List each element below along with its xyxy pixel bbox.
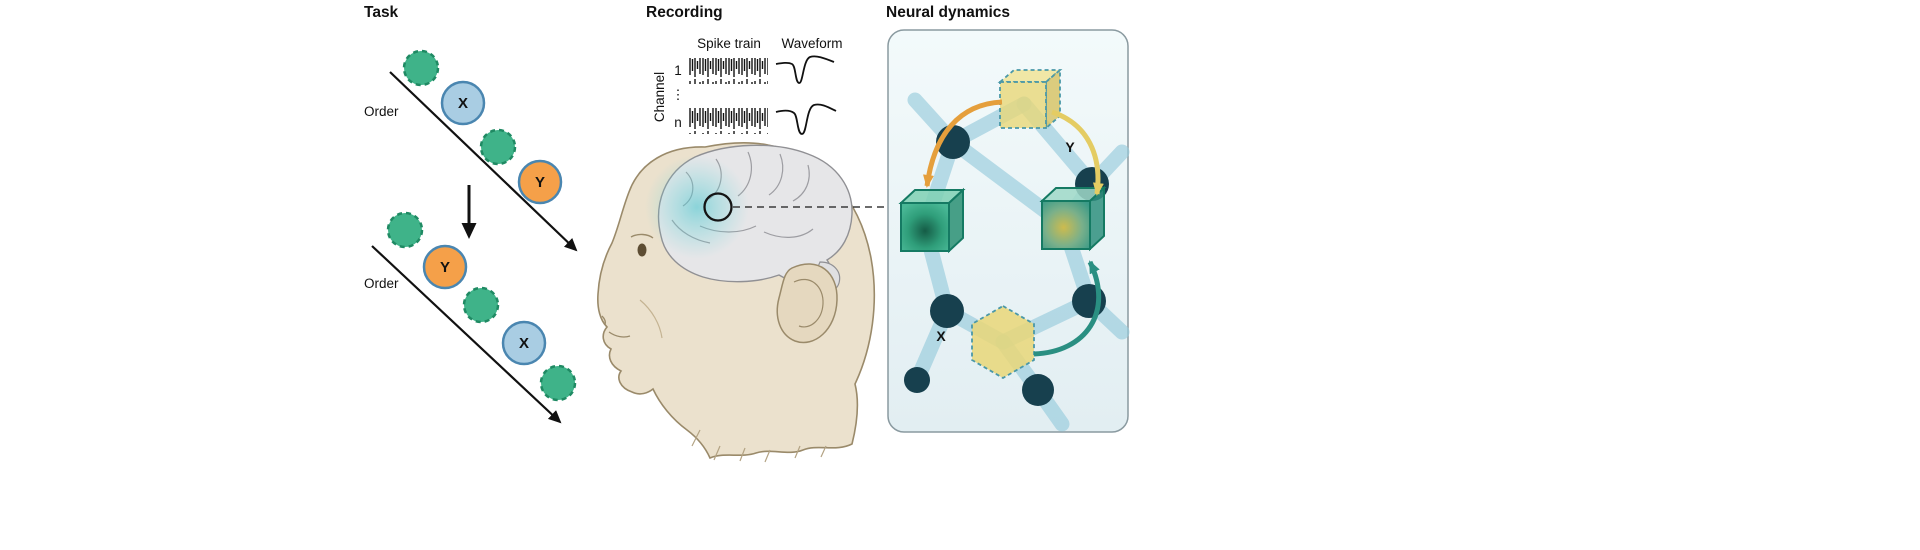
green-item-circle <box>479 128 517 166</box>
item-x-circle <box>501 320 547 366</box>
item-x-circle <box>440 80 486 126</box>
monkey-brow <box>630 233 654 239</box>
transition-arrow-yellow <box>1051 109 1104 196</box>
item-x-label: X <box>458 95 468 112</box>
cube-front-face <box>1041 200 1091 250</box>
task-sequence-1: X Y <box>402 49 563 205</box>
task-title: Task <box>364 4 399 21</box>
network-node <box>904 367 930 393</box>
monkey-ear <box>776 263 838 344</box>
waveform-channel-1 <box>775 55 835 84</box>
green-item-circle <box>386 211 424 249</box>
monkey-ear-inner <box>793 278 824 328</box>
transition-arrow-teal <box>1033 260 1102 357</box>
monkey-mouth <box>608 331 631 338</box>
order-arrow-1 <box>389 71 578 252</box>
item-y-circle <box>422 244 468 290</box>
monkey-eye <box>637 243 647 257</box>
monkey-cheek-line <box>639 299 663 339</box>
neural-label-x: X <box>936 328 946 344</box>
green-item-circle <box>539 364 577 402</box>
neural-dynamics-panel: Neural dynamics <box>886 4 1130 433</box>
item-y-label: Y <box>535 174 545 191</box>
order-label-1: Order <box>364 104 399 119</box>
latent-shape-x <box>971 304 1035 380</box>
active-cube-teal <box>1039 185 1107 252</box>
item-x-label: X <box>519 335 529 352</box>
spike-train-channel-1 <box>688 58 768 84</box>
active-cube-green <box>898 187 966 254</box>
cube-front-face <box>900 202 950 252</box>
order-label-2: Order <box>364 276 399 291</box>
waveform-label: Waveform <box>781 36 842 51</box>
green-item-circle <box>402 49 440 87</box>
task-panel: Task Order X Y Order Y X <box>364 4 578 424</box>
spike-train-label: Spike train <box>697 36 761 51</box>
recording-site-glow <box>645 155 749 259</box>
latent-cube-y <box>997 68 1063 130</box>
recording-site-circle <box>703 192 733 222</box>
monkey-fur-strokes <box>691 429 827 463</box>
waveform-channel-n <box>775 103 837 135</box>
monkey-head-illustration <box>597 142 886 463</box>
channel-n-label: n <box>674 115 682 130</box>
neural-label-y: Y <box>1065 139 1075 155</box>
green-item-circle <box>462 286 500 324</box>
item-y-circle <box>517 159 563 205</box>
transition-arrow-orange <box>923 99 1003 188</box>
recording-title: Recording <box>646 4 723 21</box>
channel-ellipsis: ⋮ <box>671 87 685 102</box>
monkey-nostril <box>601 315 607 326</box>
order-arrow-2 <box>371 245 562 424</box>
task-sequence-2: Y X <box>386 211 577 402</box>
network-node <box>930 294 964 328</box>
item-y-label: Y <box>440 259 450 276</box>
spike-train-channel-n <box>688 108 768 134</box>
neural-dynamics-title: Neural dynamics <box>886 4 1010 21</box>
cube-front-face <box>999 81 1047 129</box>
channel-axis-label: Channel <box>652 72 667 122</box>
channel-1-label: 1 <box>674 63 682 78</box>
network-node <box>1022 374 1054 406</box>
recording-panel: Recording Spike train Waveform Channel 1… <box>597 4 886 463</box>
